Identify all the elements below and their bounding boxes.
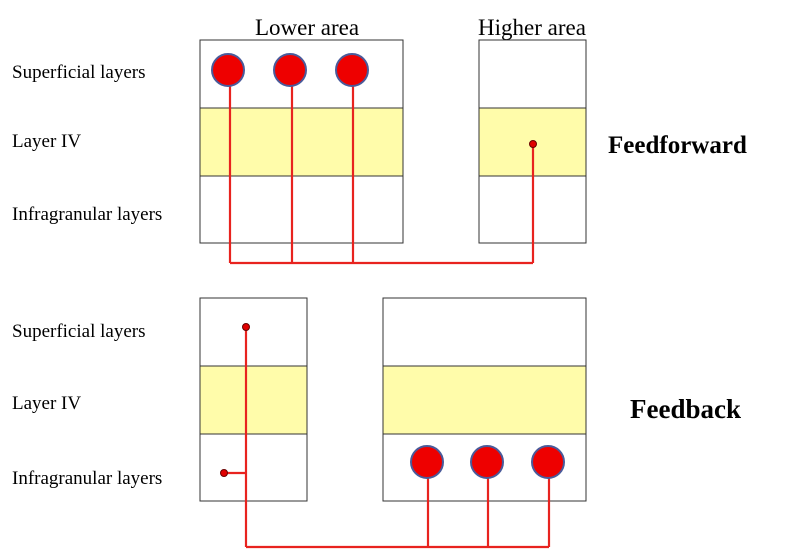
infragranular-neuron — [531, 445, 565, 479]
higher-area-column — [382, 297, 587, 502]
lower-area-column — [199, 297, 308, 502]
superficial-layers-label: Superficial layers — [12, 321, 145, 342]
superficial-terminal — [242, 323, 250, 331]
lower-area-column — [199, 39, 404, 244]
superficial-neuron — [335, 53, 369, 87]
superficial-neuron — [211, 53, 245, 87]
infragranular-neuron — [470, 445, 504, 479]
layer-iv-terminal — [529, 140, 537, 148]
layer-iv-label: Layer IV — [12, 131, 81, 152]
infragranular-layers-label: Infragranular layers — [12, 204, 162, 225]
layer-iv-band — [199, 107, 404, 177]
infragranular-terminal — [220, 469, 228, 477]
feedback-title: Feedback — [630, 394, 741, 424]
infragranular-layers-label: Infragranular layers — [12, 468, 162, 489]
layer-iv-band — [199, 365, 308, 435]
area-box — [199, 297, 308, 502]
area-box — [382, 297, 587, 502]
superficial-layers-label: Superficial layers — [12, 62, 145, 83]
feedback-connections — [224, 327, 551, 549]
feedback-panel: Superficial layers Layer IV Infragranula… — [12, 297, 741, 549]
layer-iv-label: Layer IV — [12, 393, 81, 414]
feedforward-panel: Superficial layers Layer IV Infragranula… — [12, 39, 747, 265]
feedforward-connections — [228, 70, 535, 265]
area-box — [199, 39, 404, 244]
superficial-neuron — [273, 53, 307, 87]
feedforward-title: Feedforward — [608, 132, 747, 159]
higher-area-header: Higher area — [478, 15, 586, 40]
infragranular-neuron — [410, 445, 444, 479]
layer-iv-band — [382, 365, 587, 435]
lower-area-header: Lower area — [255, 15, 359, 40]
